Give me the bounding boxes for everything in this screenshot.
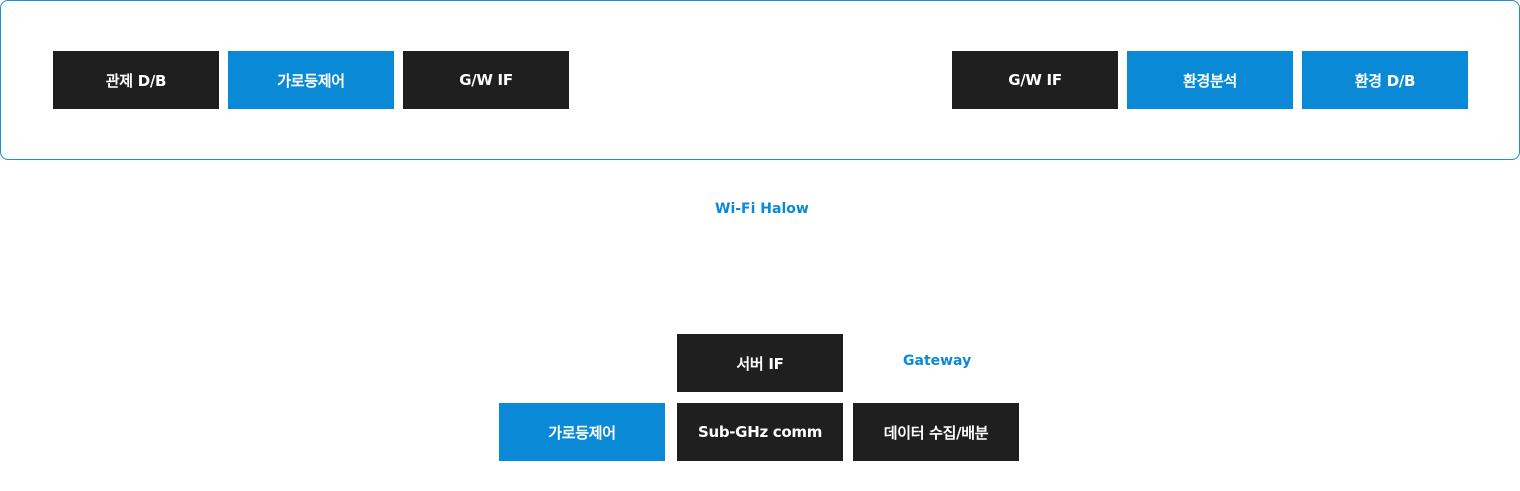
- environment-db-label: 환경 D/B: [1354, 71, 1416, 90]
- control-db-label: 관제 D/B: [105, 71, 167, 90]
- gw-if-box-left: G/W IF: [403, 51, 569, 109]
- sub-ghz-comm-box: Sub-GHz comm: [677, 403, 843, 461]
- gateway-street-light-control-label: 가로등제어: [548, 423, 616, 442]
- environment-db-box: 환경 D/B: [1302, 51, 1468, 109]
- gw-if-label-right: G/W IF: [1008, 71, 1062, 89]
- environment-analysis-box: 환경분석: [1127, 51, 1293, 109]
- sub-ghz-comm-label: Sub-GHz comm: [697, 423, 823, 441]
- gateway-label: Gateway: [903, 353, 972, 369]
- control-db-box: 관제 D/B: [53, 51, 219, 109]
- gw-if-box-right: G/W IF: [952, 51, 1118, 109]
- data-collect-box: 데이터 수집/배분: [853, 403, 1019, 461]
- environment-analysis-label: 환경분석: [1182, 71, 1237, 90]
- data-collect-label: 데이터 수집/배분: [883, 423, 989, 442]
- server-if-box: 서버 IF: [677, 334, 843, 392]
- gw-if-label-left: G/W IF: [459, 71, 513, 89]
- street-light-control-box: 가로등제어: [228, 51, 394, 109]
- wifi-halow-label: Wi-Fi Halow: [715, 201, 809, 217]
- server-if-label: 서버 IF: [736, 354, 784, 373]
- gateway-street-light-control-box: 가로등제어: [499, 403, 665, 461]
- street-light-control-label: 가로등제어: [277, 71, 345, 90]
